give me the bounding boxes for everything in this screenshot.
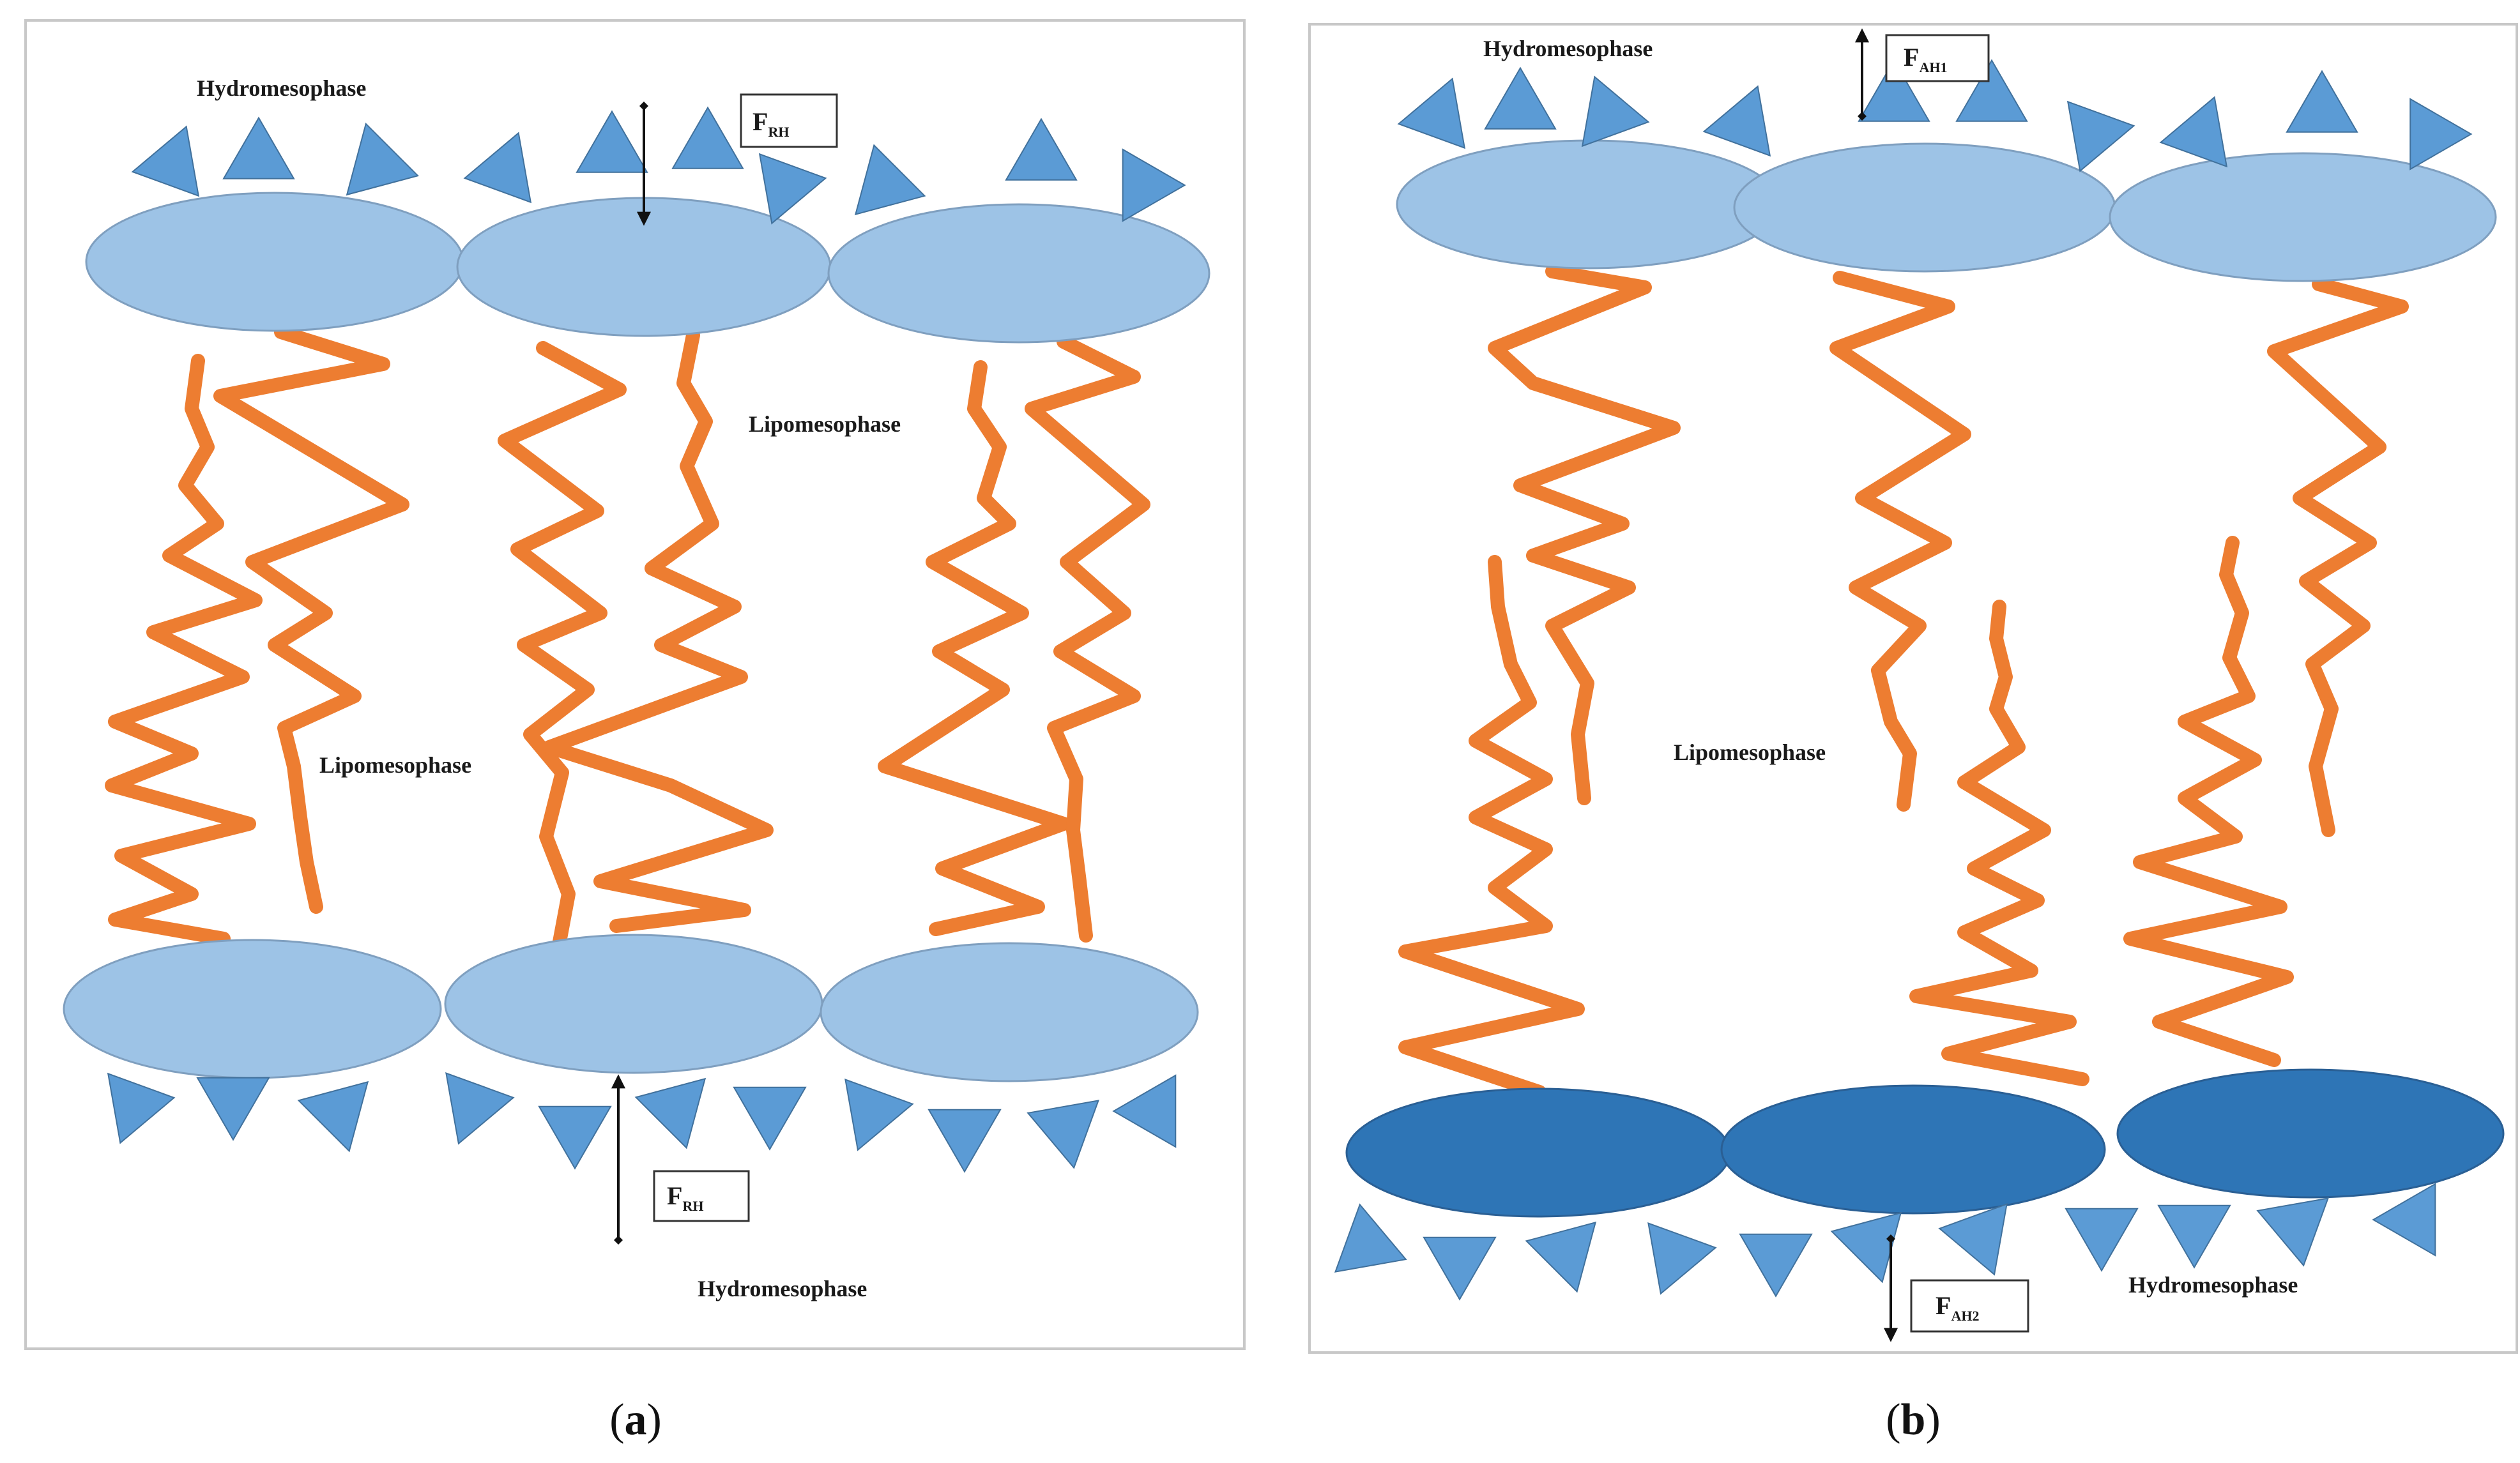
panel-b-frame xyxy=(1308,23,2518,1354)
panel-a-frame xyxy=(24,19,1246,1350)
svg-text:FRH: FRH xyxy=(667,1181,703,1214)
label-b-hydromesophase-top: Hydromesophase xyxy=(1483,36,1653,61)
water-molecule-triangle xyxy=(671,106,744,169)
water-molecule-triangle xyxy=(2409,98,2473,171)
water-molecule-triangle xyxy=(1334,1203,1407,1273)
water-molecule-triangle xyxy=(222,116,295,179)
water-molecule-triangle xyxy=(1397,77,1466,149)
water-molecule-triangle xyxy=(854,144,926,216)
water-molecule-triangle xyxy=(2159,96,2228,168)
water-molecule-triangle xyxy=(196,1077,270,1141)
water-molecule-triangle xyxy=(131,125,200,197)
panel-b-head-groups xyxy=(1345,139,2505,1218)
lipid-head-group xyxy=(63,939,442,1079)
lipid-tail xyxy=(1488,264,1681,805)
lipid-tail xyxy=(1829,271,1971,812)
water-molecule-triangle xyxy=(758,153,827,225)
label-a-hydromesophase-bottom: Hydromesophase xyxy=(698,1276,867,1301)
water-molecule-triangle xyxy=(2372,1183,2436,1257)
water-molecule-triangle xyxy=(297,1080,369,1153)
water-molecule-triangle xyxy=(1423,1236,1497,1301)
lipid-tail xyxy=(2267,277,2409,837)
label-b-lipomesophase-center: Lipomesophase xyxy=(1674,739,1826,765)
water-molecule-triangle xyxy=(2157,1204,2231,1269)
force-label-b-bottom: FAH2 xyxy=(1910,1279,2029,1333)
water-molecule-triangle xyxy=(1027,1100,1100,1169)
caption-a: (a) xyxy=(609,1395,662,1444)
water-molecule-triangle xyxy=(445,1072,515,1145)
water-molecule-triangle xyxy=(634,1077,706,1149)
lipid-head-group xyxy=(1396,139,1782,269)
panel-a-lipid-tails xyxy=(105,325,1150,952)
label-a-lipomesophase-center: Lipomesophase xyxy=(319,752,471,778)
label-a-lipomesophase-right: Lipomesophase xyxy=(749,411,901,437)
water-molecule-triangle xyxy=(1955,59,2028,122)
lipid-tail xyxy=(1025,335,1150,943)
water-molecule-triangle xyxy=(538,1105,612,1170)
lipid-head-group xyxy=(2116,1068,2505,1199)
caption-b: (b) xyxy=(1886,1395,1941,1444)
water-molecule-triangle xyxy=(576,110,648,173)
water-molecule-triangle xyxy=(2065,1208,2139,1272)
water-molecule-triangle xyxy=(2286,70,2358,133)
lipid-tail xyxy=(105,354,263,946)
water-molecule-triangle xyxy=(2066,100,2135,172)
label-a-hydromesophase-top: Hydromesophase xyxy=(197,75,366,101)
lipid-head-group xyxy=(1733,142,2116,273)
water-molecule-triangle xyxy=(844,1078,914,1151)
water-molecule-triangle xyxy=(1702,85,1771,157)
svg-text:FRH: FRH xyxy=(752,107,789,140)
water-molecule-triangle xyxy=(1005,117,1078,181)
lipid-tail xyxy=(213,325,409,914)
lipid-head-group xyxy=(820,942,1199,1082)
lipid-head-group xyxy=(1720,1084,2106,1215)
svg-text:FAH1: FAH1 xyxy=(1904,43,1947,75)
water-molecule-triangle xyxy=(1484,66,1557,130)
lipid-tail xyxy=(542,328,774,933)
lipid-head-group xyxy=(1345,1088,1731,1218)
water-molecule-triangle xyxy=(107,1072,176,1144)
lipid-tail xyxy=(1909,600,2089,1086)
svg-text:FAH2: FAH2 xyxy=(1936,1291,1979,1324)
label-b-hydromesophase-bottom: Hydromesophase xyxy=(2128,1272,2298,1298)
lipid-head-group xyxy=(2109,152,2497,282)
water-molecule-triangle xyxy=(1525,1221,1597,1293)
water-molecule-triangle xyxy=(1938,1202,2008,1276)
water-molecule-triangle xyxy=(1647,1222,1717,1295)
panel-b-lipid-tails xyxy=(1398,264,2409,1099)
lipid-head-group xyxy=(444,934,823,1074)
water-molecule-triangle xyxy=(463,132,532,204)
water-molecule-triangle xyxy=(1858,59,1930,122)
panel-a-head-groups xyxy=(63,192,1210,1082)
force-label-a-bottom: FRH xyxy=(653,1170,750,1222)
lipid-tail xyxy=(1398,555,1585,1099)
water-molecule-triangle xyxy=(928,1109,1002,1173)
lipid-tail xyxy=(2123,536,2294,1067)
water-molecule-triangle xyxy=(1739,1233,1813,1298)
water-molecule-triangle xyxy=(1112,1074,1177,1148)
water-molecule-triangle xyxy=(2256,1197,2330,1267)
panel-a-water-molecules xyxy=(107,106,1186,1173)
lipid-head-group xyxy=(827,203,1210,344)
water-molecule-triangle xyxy=(346,122,420,196)
lipid-tail xyxy=(878,360,1071,936)
force-label-a-top: FRH xyxy=(740,93,838,148)
force-label-b-top: FAH1 xyxy=(1885,34,1990,82)
water-molecule-triangle xyxy=(1122,148,1186,222)
water-molecule-triangle xyxy=(733,1086,807,1151)
lipid-tail xyxy=(498,341,627,952)
lipid-head-group xyxy=(85,192,464,332)
panel-b-water-molecules xyxy=(1334,59,2473,1301)
water-molecule-triangle xyxy=(1581,75,1650,148)
